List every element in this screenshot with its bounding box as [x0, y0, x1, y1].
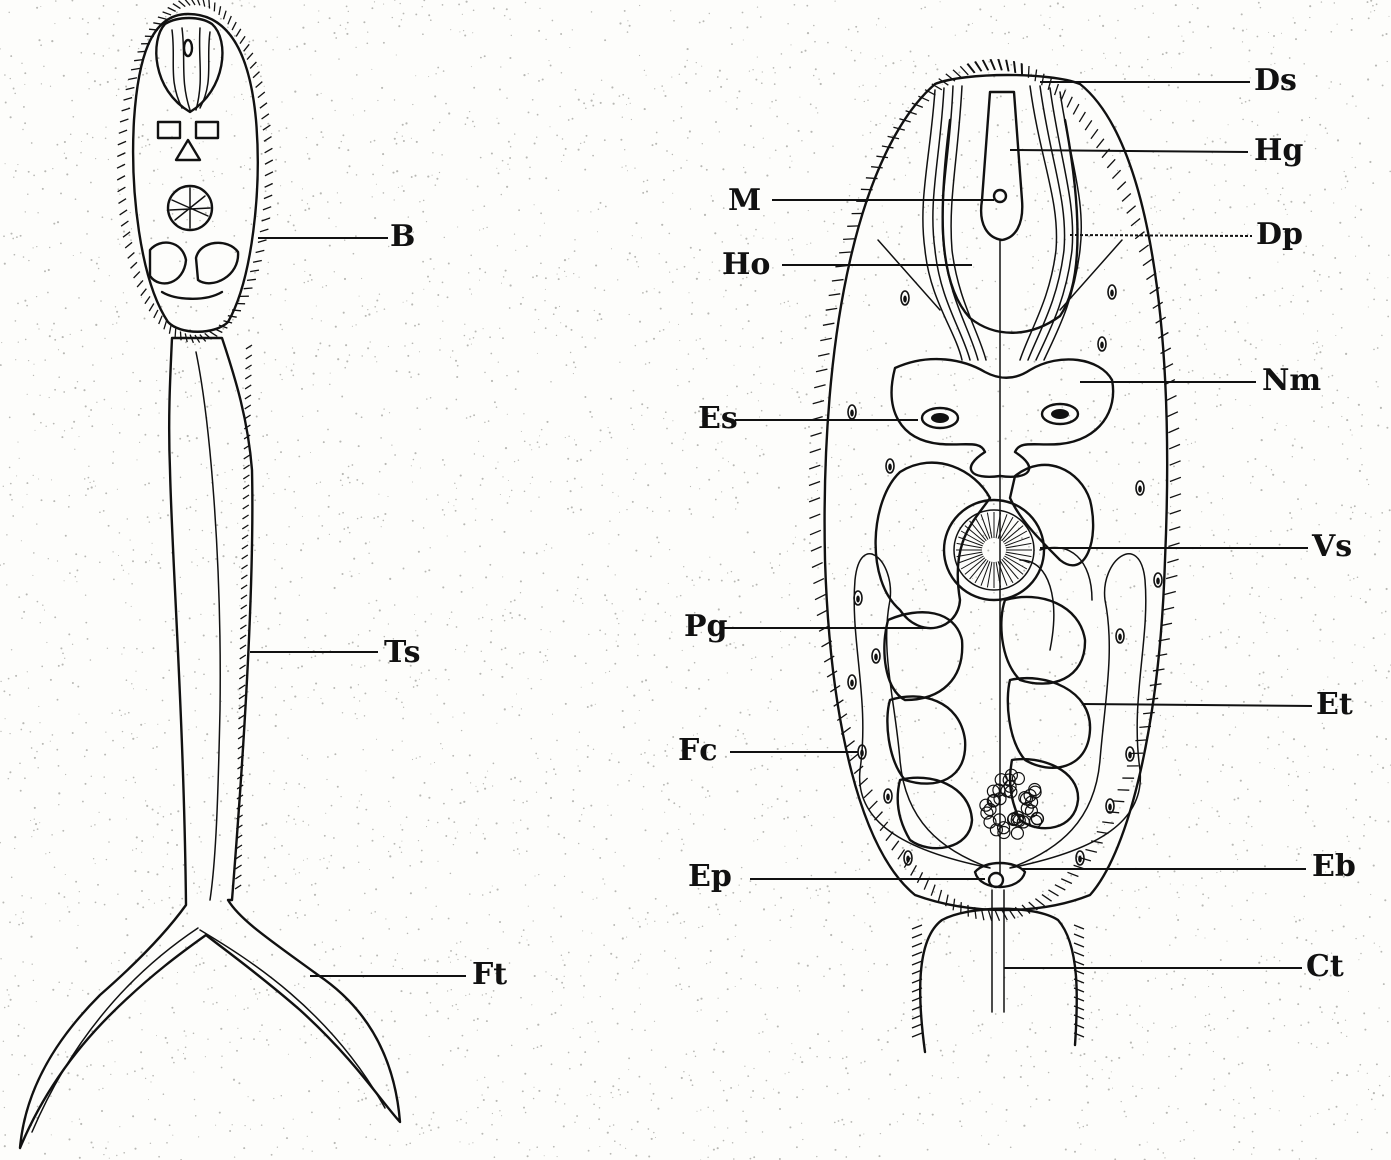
excretory-pore — [989, 873, 1003, 887]
label-Vs: Vs — [1312, 532, 1352, 562]
label-M: M — [728, 186, 761, 216]
leader-Et — [1082, 704, 1312, 706]
label-Es: Es — [698, 404, 738, 434]
tail-stump-outline — [920, 909, 1077, 1052]
penetration-ducts-left — [923, 86, 986, 360]
anterior-organ-ducts — [172, 28, 210, 110]
gland-lobe-left — [150, 243, 186, 284]
ventral-sucker-rays-detail — [956, 512, 1032, 588]
body-cilia — [117, 0, 273, 343]
cercaria-body-outline — [133, 14, 258, 332]
detail-cilia — [809, 59, 1181, 921]
furca-inner-lines — [32, 928, 385, 1132]
label-Ft: Ft — [472, 960, 507, 990]
penetration-glands-left — [884, 612, 972, 848]
label-Ct: Ct — [1306, 952, 1344, 982]
label-Ho: Ho — [722, 250, 770, 280]
excretory-bladder-small — [162, 292, 222, 299]
penetration-glands-right — [1001, 597, 1090, 828]
label-Hg: Hg — [1254, 136, 1303, 166]
tail-inner-line — [196, 352, 220, 900]
body-detail-figure — [724, 59, 1312, 1052]
oral-chamber-outline — [943, 120, 1078, 333]
mouth — [994, 190, 1006, 202]
label-B: B — [390, 222, 415, 252]
pharynx — [176, 140, 200, 160]
gland-lobe-right — [196, 243, 238, 283]
leader-Dp — [1070, 235, 1252, 236]
gut-lobe-left — [876, 463, 990, 628]
mouth-opening — [184, 40, 192, 56]
label-Ep: Ep — [688, 862, 732, 892]
nerve-mass — [892, 359, 1114, 477]
label-Et: Et — [1316, 690, 1353, 720]
leader-Hg — [1010, 150, 1248, 152]
eyespot-left-pigment — [931, 413, 949, 423]
label-Ds: Ds — [1254, 66, 1297, 96]
eyespot-right-pigment — [1051, 409, 1069, 419]
label-Ts: Ts — [384, 638, 420, 668]
label-Eb: Eb — [1312, 852, 1356, 882]
ventral-sucker-rays — [170, 188, 210, 228]
left-eyespot — [158, 122, 180, 138]
whole-cercaria-figure — [20, 0, 466, 1148]
anterior-organ — [156, 18, 222, 112]
head-gland — [981, 92, 1022, 240]
penetration-ducts-right — [1020, 86, 1081, 360]
excretory-tubule-left — [854, 554, 990, 868]
stump-cilia — [912, 925, 1084, 1037]
label-Nm: Nm — [1262, 366, 1321, 396]
label-Pg: Pg — [684, 612, 728, 642]
label-Fc: Fc — [678, 736, 718, 766]
germ-cell-cluster — [980, 769, 1044, 839]
label-Dp: Dp — [1256, 220, 1303, 250]
right-eyespot — [196, 122, 218, 138]
excretory-tubule-right — [1010, 554, 1146, 868]
